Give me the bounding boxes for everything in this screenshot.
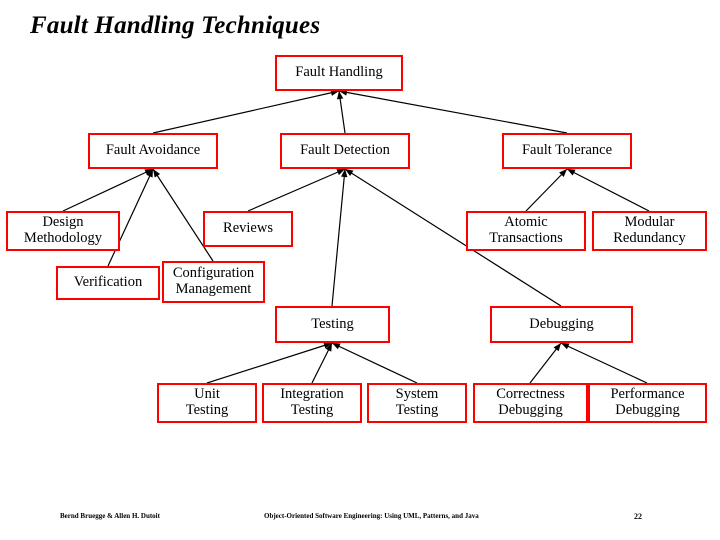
node-label: System Testing bbox=[395, 386, 439, 418]
connector-design-methodology-to-fault-avoidance bbox=[62, 168, 154, 212]
node-verification[interactable]: Verification bbox=[56, 266, 160, 300]
connector-fault-detection-to-fault-handling bbox=[336, 90, 346, 134]
node-unit-testing[interactable]: Unit Testing bbox=[157, 383, 257, 423]
footer-book-title: Object-Oriented Software Engineering: Us… bbox=[264, 512, 479, 520]
node-system-testing[interactable]: System Testing bbox=[367, 383, 467, 423]
node-label: Configuration Management bbox=[172, 265, 255, 297]
node-atomic-transactions[interactable]: Atomic Transactions bbox=[466, 211, 586, 251]
connector-fault-avoidance-to-fault-handling bbox=[152, 89, 340, 134]
connector-integration-testing-to-testing bbox=[311, 342, 333, 384]
node-fault-tolerance[interactable]: Fault Tolerance bbox=[502, 133, 632, 169]
node-label: Reviews bbox=[223, 220, 273, 237]
footer-page-number: 22 bbox=[634, 512, 642, 521]
node-label: Integration Testing bbox=[280, 386, 344, 418]
connector-atomic-transactions-to-fault-tolerance bbox=[525, 168, 568, 212]
node-label: Fault Tolerance bbox=[521, 142, 613, 159]
node-label: Performance Debugging bbox=[610, 386, 685, 418]
connector-fault-tolerance-to-fault-handling bbox=[338, 89, 568, 134]
node-reviews[interactable]: Reviews bbox=[203, 211, 293, 247]
node-design-methodology[interactable]: Design Methodology bbox=[6, 211, 120, 251]
node-correctness-debugging[interactable]: Correctness Debugging bbox=[473, 383, 588, 423]
node-label: Fault Detection bbox=[300, 142, 390, 159]
node-label: Design Methodology bbox=[23, 214, 103, 246]
node-testing[interactable]: Testing bbox=[275, 306, 390, 343]
node-performance-debugging[interactable]: Performance Debugging bbox=[588, 383, 707, 423]
connector-unit-testing-to-testing bbox=[206, 342, 333, 384]
connector-reviews-to-fault-detection bbox=[247, 168, 346, 212]
node-fault-detection[interactable]: Fault Detection bbox=[280, 133, 410, 169]
node-label: Unit Testing bbox=[185, 386, 229, 418]
node-fault-avoidance[interactable]: Fault Avoidance bbox=[88, 133, 218, 169]
node-label: Correctness Debugging bbox=[496, 386, 565, 418]
connector-performance-debugging-to-debugging bbox=[560, 342, 648, 384]
node-label: Verification bbox=[73, 274, 143, 291]
node-debugging[interactable]: Debugging bbox=[490, 306, 633, 343]
node-configuration-management[interactable]: Configuration Management bbox=[162, 261, 265, 303]
connector-system-testing-to-testing bbox=[331, 342, 418, 384]
connector-modular-redundancy-to-fault-tolerance bbox=[566, 168, 650, 212]
node-modular-redundancy[interactable]: Modular Redundancy bbox=[592, 211, 707, 251]
node-fault-handling[interactable]: Fault Handling bbox=[275, 55, 403, 91]
page-title: Fault Handling Techniques bbox=[30, 12, 321, 39]
node-label: Fault Avoidance bbox=[105, 142, 201, 159]
node-label: Fault Handling bbox=[295, 64, 383, 81]
connector-testing-to-fault-detection bbox=[331, 168, 348, 307]
footer-authors: Bernd Bruegge & Allen H. Dutoit bbox=[60, 512, 160, 520]
node-label: Testing bbox=[311, 315, 354, 332]
node-label: Modular Redundancy bbox=[613, 214, 686, 246]
node-label: Atomic Transactions bbox=[489, 214, 563, 246]
connector-correctness-debugging-to-debugging bbox=[529, 342, 562, 384]
node-integration-testing[interactable]: Integration Testing bbox=[262, 383, 362, 423]
node-label: Debugging bbox=[529, 315, 594, 332]
